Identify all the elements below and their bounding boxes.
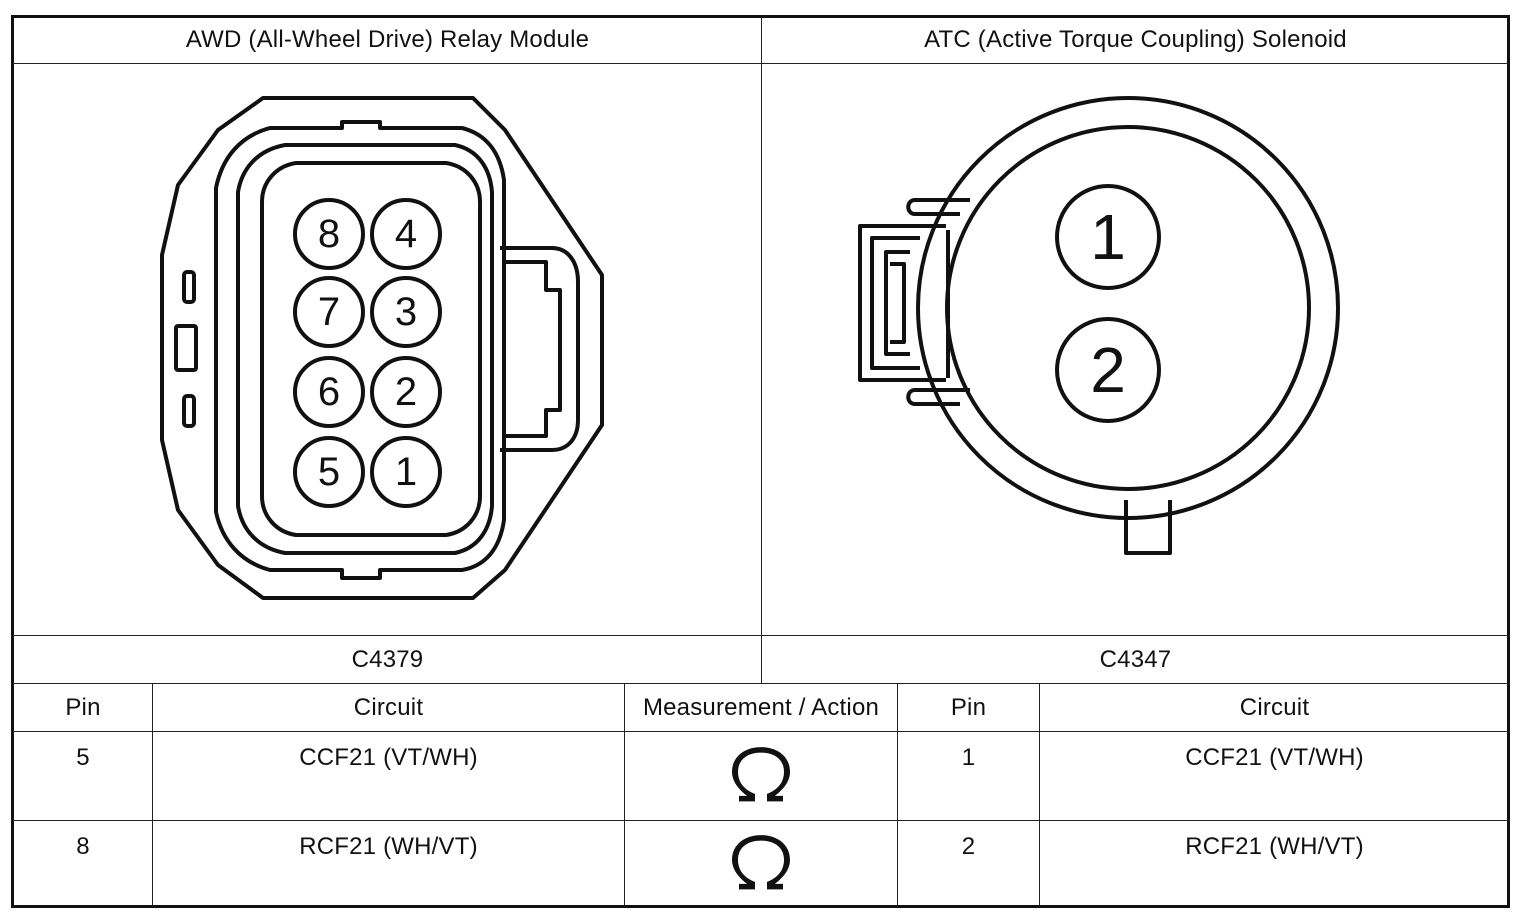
col-header-circuit-a: Circuit xyxy=(353,693,424,721)
divider xyxy=(761,17,762,683)
table-row-1-circuit-b: CCF21 (VT/WH) xyxy=(1185,744,1364,771)
pin-cavity xyxy=(370,356,442,428)
table-row-2-circuit-b: RCF21 (WH/VT) xyxy=(1185,833,1364,860)
pin-number-label: 5 xyxy=(318,450,340,494)
awd-connector-face xyxy=(160,96,604,600)
divider xyxy=(1039,684,1040,906)
atc-pin-cavities: 12 xyxy=(1055,184,1161,423)
pin-number-label: 2 xyxy=(1090,334,1126,406)
pin-cavity xyxy=(1055,317,1161,423)
divider xyxy=(152,684,153,906)
pin-cavity xyxy=(370,276,442,348)
pin-number-label: 3 xyxy=(395,290,417,334)
table-row-2-pin-a: 8 xyxy=(76,833,90,860)
table-row-1-circuit-a: CCF21 (VT/WH) xyxy=(299,744,478,771)
table-row-1-pin-a: 5 xyxy=(76,744,90,771)
table-row-2-circuit-a: RCF21 (WH/VT) xyxy=(299,833,478,860)
pin-number-label: 2 xyxy=(395,370,417,414)
pin-cavity xyxy=(370,198,442,270)
pin-cavity xyxy=(293,356,365,428)
pin-cavity xyxy=(293,276,365,348)
table-row-1-pin-b: 1 xyxy=(961,744,976,771)
pin-number-label: 7 xyxy=(318,290,340,334)
left-connector-title: AWD (All-Wheel Drive) Relay Module xyxy=(185,26,590,53)
awd-pin-cavities: 8 4 7 3 6 2 5 1 xyxy=(293,198,442,508)
pin-cavity xyxy=(293,198,365,270)
pin-cavity xyxy=(370,436,442,508)
divider xyxy=(897,684,898,906)
pin-cavity xyxy=(1055,184,1161,290)
left-connector-id: C4379 xyxy=(351,645,424,673)
pin-number-label: 8 xyxy=(318,212,340,256)
table-row-2-pin-b: 2 xyxy=(961,833,976,860)
pin-number-label: 6 xyxy=(318,370,340,414)
divider xyxy=(13,731,1509,732)
divider xyxy=(13,683,1509,684)
col-header-measurement: Measurement / Action xyxy=(642,693,880,721)
atc-connector-face xyxy=(858,96,1340,555)
divider xyxy=(624,684,625,906)
pin-cavity xyxy=(293,436,365,508)
pin-number-label: 1 xyxy=(395,450,417,494)
right-connector-title: ATC (Active Torque Coupling) Solenoid xyxy=(924,26,1347,53)
right-connector-id: C4347 xyxy=(1099,645,1172,673)
diagram-frame xyxy=(11,15,1510,908)
col-header-pin-a: Pin xyxy=(65,693,101,721)
divider xyxy=(13,820,1509,821)
col-header-circuit-b: Circuit xyxy=(1239,693,1310,721)
col-header-pin-b: Pin xyxy=(950,693,987,721)
pin-number-label: 4 xyxy=(395,212,417,256)
pin-number-label: 1 xyxy=(1090,201,1126,273)
